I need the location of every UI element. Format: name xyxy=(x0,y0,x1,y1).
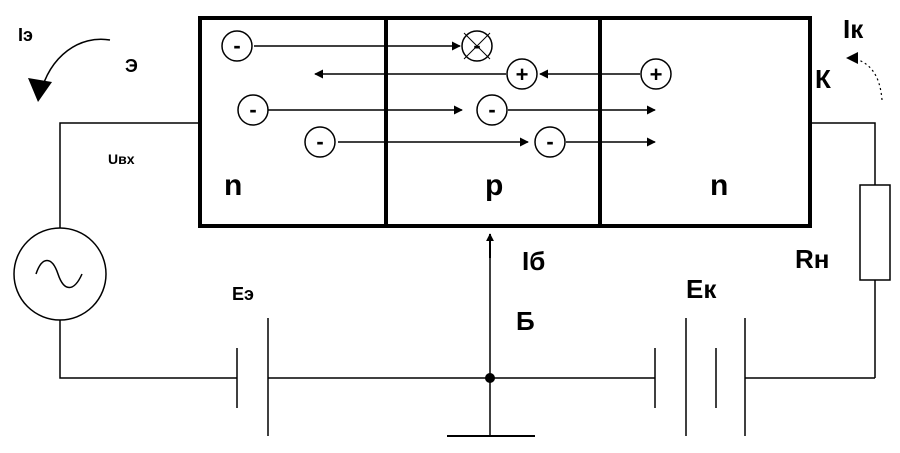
region-base-label: p xyxy=(485,169,503,202)
ac-source-circle xyxy=(13,227,107,321)
wire-emitter-to-source xyxy=(59,122,200,228)
sine-wave-icon xyxy=(35,259,83,289)
collector-label: К xyxy=(815,64,831,94)
region-emitter-label: n xyxy=(224,169,242,202)
carrier-flows xyxy=(254,41,656,147)
region-collector-label: n xyxy=(710,169,728,202)
emitter-current-label: Iэ xyxy=(18,25,33,45)
collector-current-arc xyxy=(851,57,883,101)
svg-text:+: + xyxy=(516,62,529,87)
svg-text:-: - xyxy=(249,97,256,122)
junction-dot xyxy=(485,373,495,383)
wire-collector-to-load xyxy=(810,122,876,185)
svg-text:-: - xyxy=(473,33,480,58)
collector-current-label: Iк xyxy=(843,14,864,44)
electron: - xyxy=(304,126,336,158)
base-label: Б xyxy=(516,306,535,336)
electron: - xyxy=(221,30,253,62)
emitter-label: Э xyxy=(125,56,138,76)
svg-text:-: - xyxy=(316,129,323,154)
hole: + xyxy=(506,58,538,90)
svg-text:+: + xyxy=(650,62,663,87)
emitter-battery xyxy=(236,318,269,436)
hole: + xyxy=(640,58,672,90)
semiconductor-block: n p n xyxy=(198,16,812,228)
svg-text:-: - xyxy=(233,33,240,58)
electron-recombining: - xyxy=(461,30,493,62)
electron: - xyxy=(476,94,508,126)
input-voltage-label: Uвх xyxy=(108,151,135,167)
collector-current-arrowhead xyxy=(846,52,858,64)
emitter-source-label: Eэ xyxy=(232,284,254,304)
electron: - xyxy=(534,126,566,158)
svg-text:-: - xyxy=(488,97,495,122)
base-current-label: Iб xyxy=(522,246,545,276)
svg-text:-: - xyxy=(546,129,553,154)
collector-source-label: Eк xyxy=(686,274,717,304)
load-resistor-label: Rн xyxy=(795,244,829,274)
load-resistor xyxy=(859,184,891,281)
electron: - xyxy=(237,94,269,126)
wire-source-to-battery xyxy=(59,320,237,379)
collector-battery xyxy=(654,318,746,436)
emitter-current-arrowhead xyxy=(28,78,52,102)
carriers: - - + + - - - - xyxy=(221,30,672,158)
emitter-current-arc xyxy=(39,38,111,96)
block-outline xyxy=(198,16,812,228)
ac-source xyxy=(13,227,107,321)
circuit-wiring xyxy=(59,122,876,437)
